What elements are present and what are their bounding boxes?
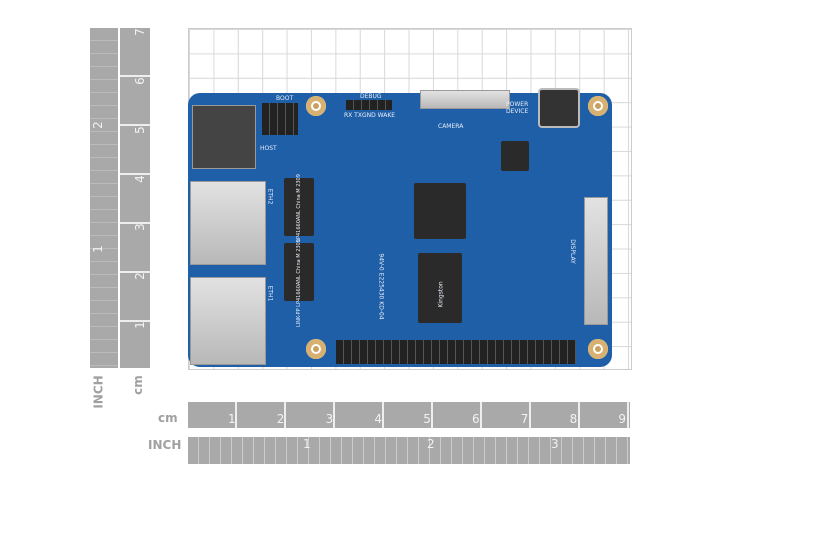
vertical-cm-tick-label: 1 — [132, 321, 147, 329]
cm-tick-label: 7 — [520, 412, 529, 426]
gpio-header — [336, 340, 576, 364]
vertical-cm-label: cm — [130, 375, 145, 395]
inch-tick-label: 3 — [551, 437, 559, 451]
soc-chip — [414, 183, 466, 239]
debug-label: DEBUG — [360, 93, 382, 100]
debug-pins-label: RX TXGND WAKE — [344, 112, 396, 119]
mounting-hole — [306, 339, 326, 359]
sbc-board: ETH2 ETH1 LINK-PP LP41660ANL China M 230… — [188, 88, 612, 367]
cm-tick-label: 2 — [276, 412, 285, 426]
cm-tick-label: 3 — [325, 412, 334, 426]
magnetics-2-label: LINK-PP LP41660ANL China M 2309 — [296, 239, 302, 327]
vertical-cm-tick-label: 2 — [132, 272, 147, 281]
inch-tick-label: 2 — [427, 437, 435, 451]
cm-tick-label: 1 — [228, 412, 236, 426]
vertical-inch-ruler — [90, 28, 118, 368]
magnetics-2: LINK-PP LP41660ANL China M 2309 — [284, 239, 314, 327]
boot-label: BOOT — [276, 95, 294, 102]
pmic-chip — [501, 141, 529, 171]
horizontal-cm-ruler — [188, 402, 630, 428]
cm-tick-label: 8 — [569, 412, 578, 426]
vertical-cm-tick-label: 6 — [132, 77, 147, 85]
vertical-cm-tick-label: 5 — [132, 125, 147, 134]
ram-chip: Kingston — [418, 253, 462, 323]
horizontal-inch-ruler — [188, 437, 630, 464]
mounting-hole — [588, 96, 608, 116]
lot-label: 94V-0 E225430 KD-04 — [377, 253, 385, 320]
display-label: DISPLAY — [568, 239, 576, 264]
power-label: POWER DEVICE — [506, 101, 529, 115]
boot-jumper — [262, 103, 298, 135]
horizontal-inch-label: INCH — [148, 438, 182, 452]
horizontal-cm-label: cm — [158, 411, 178, 425]
cm-tick-label: 6 — [472, 412, 480, 426]
cm-tick-label: 5 — [423, 412, 431, 426]
inch-tick-label: 1 — [303, 437, 311, 451]
debug-header — [346, 100, 392, 110]
cm-tick-label: 4 — [374, 412, 383, 426]
camera-connector — [420, 90, 510, 109]
ethernet-port-1 — [190, 181, 266, 265]
vertical-inch-tick-label: 2 — [90, 121, 105, 129]
vertical-inch-label: INCH — [91, 375, 106, 409]
camera-label: CAMERA — [438, 123, 464, 130]
eth1-label: ETH1 — [266, 285, 274, 302]
ram-label: Kingston — [437, 281, 445, 308]
vertical-cm-tick-label: 4 — [132, 174, 147, 183]
vertical-inch-tick-label: 1 — [90, 245, 105, 253]
display-connector — [584, 197, 608, 325]
mounting-hole — [588, 339, 608, 359]
host-label: HOST — [260, 145, 277, 152]
eth2-label: ETH2 — [266, 188, 274, 205]
cm-tick-label: 9 — [618, 412, 627, 426]
vertical-cm-tick-label: 3 — [132, 223, 147, 232]
magnetics-1: LINK-PP LP41660ANL China M 2309 — [284, 174, 314, 262]
ethernet-port-2 — [190, 277, 266, 365]
vertical-cm-ruler — [120, 28, 150, 368]
usb-host-port — [192, 105, 256, 169]
vertical-cm-tick-label: 7 — [132, 28, 147, 37]
mounting-hole — [306, 96, 326, 116]
usb-c-power-port — [538, 88, 580, 128]
